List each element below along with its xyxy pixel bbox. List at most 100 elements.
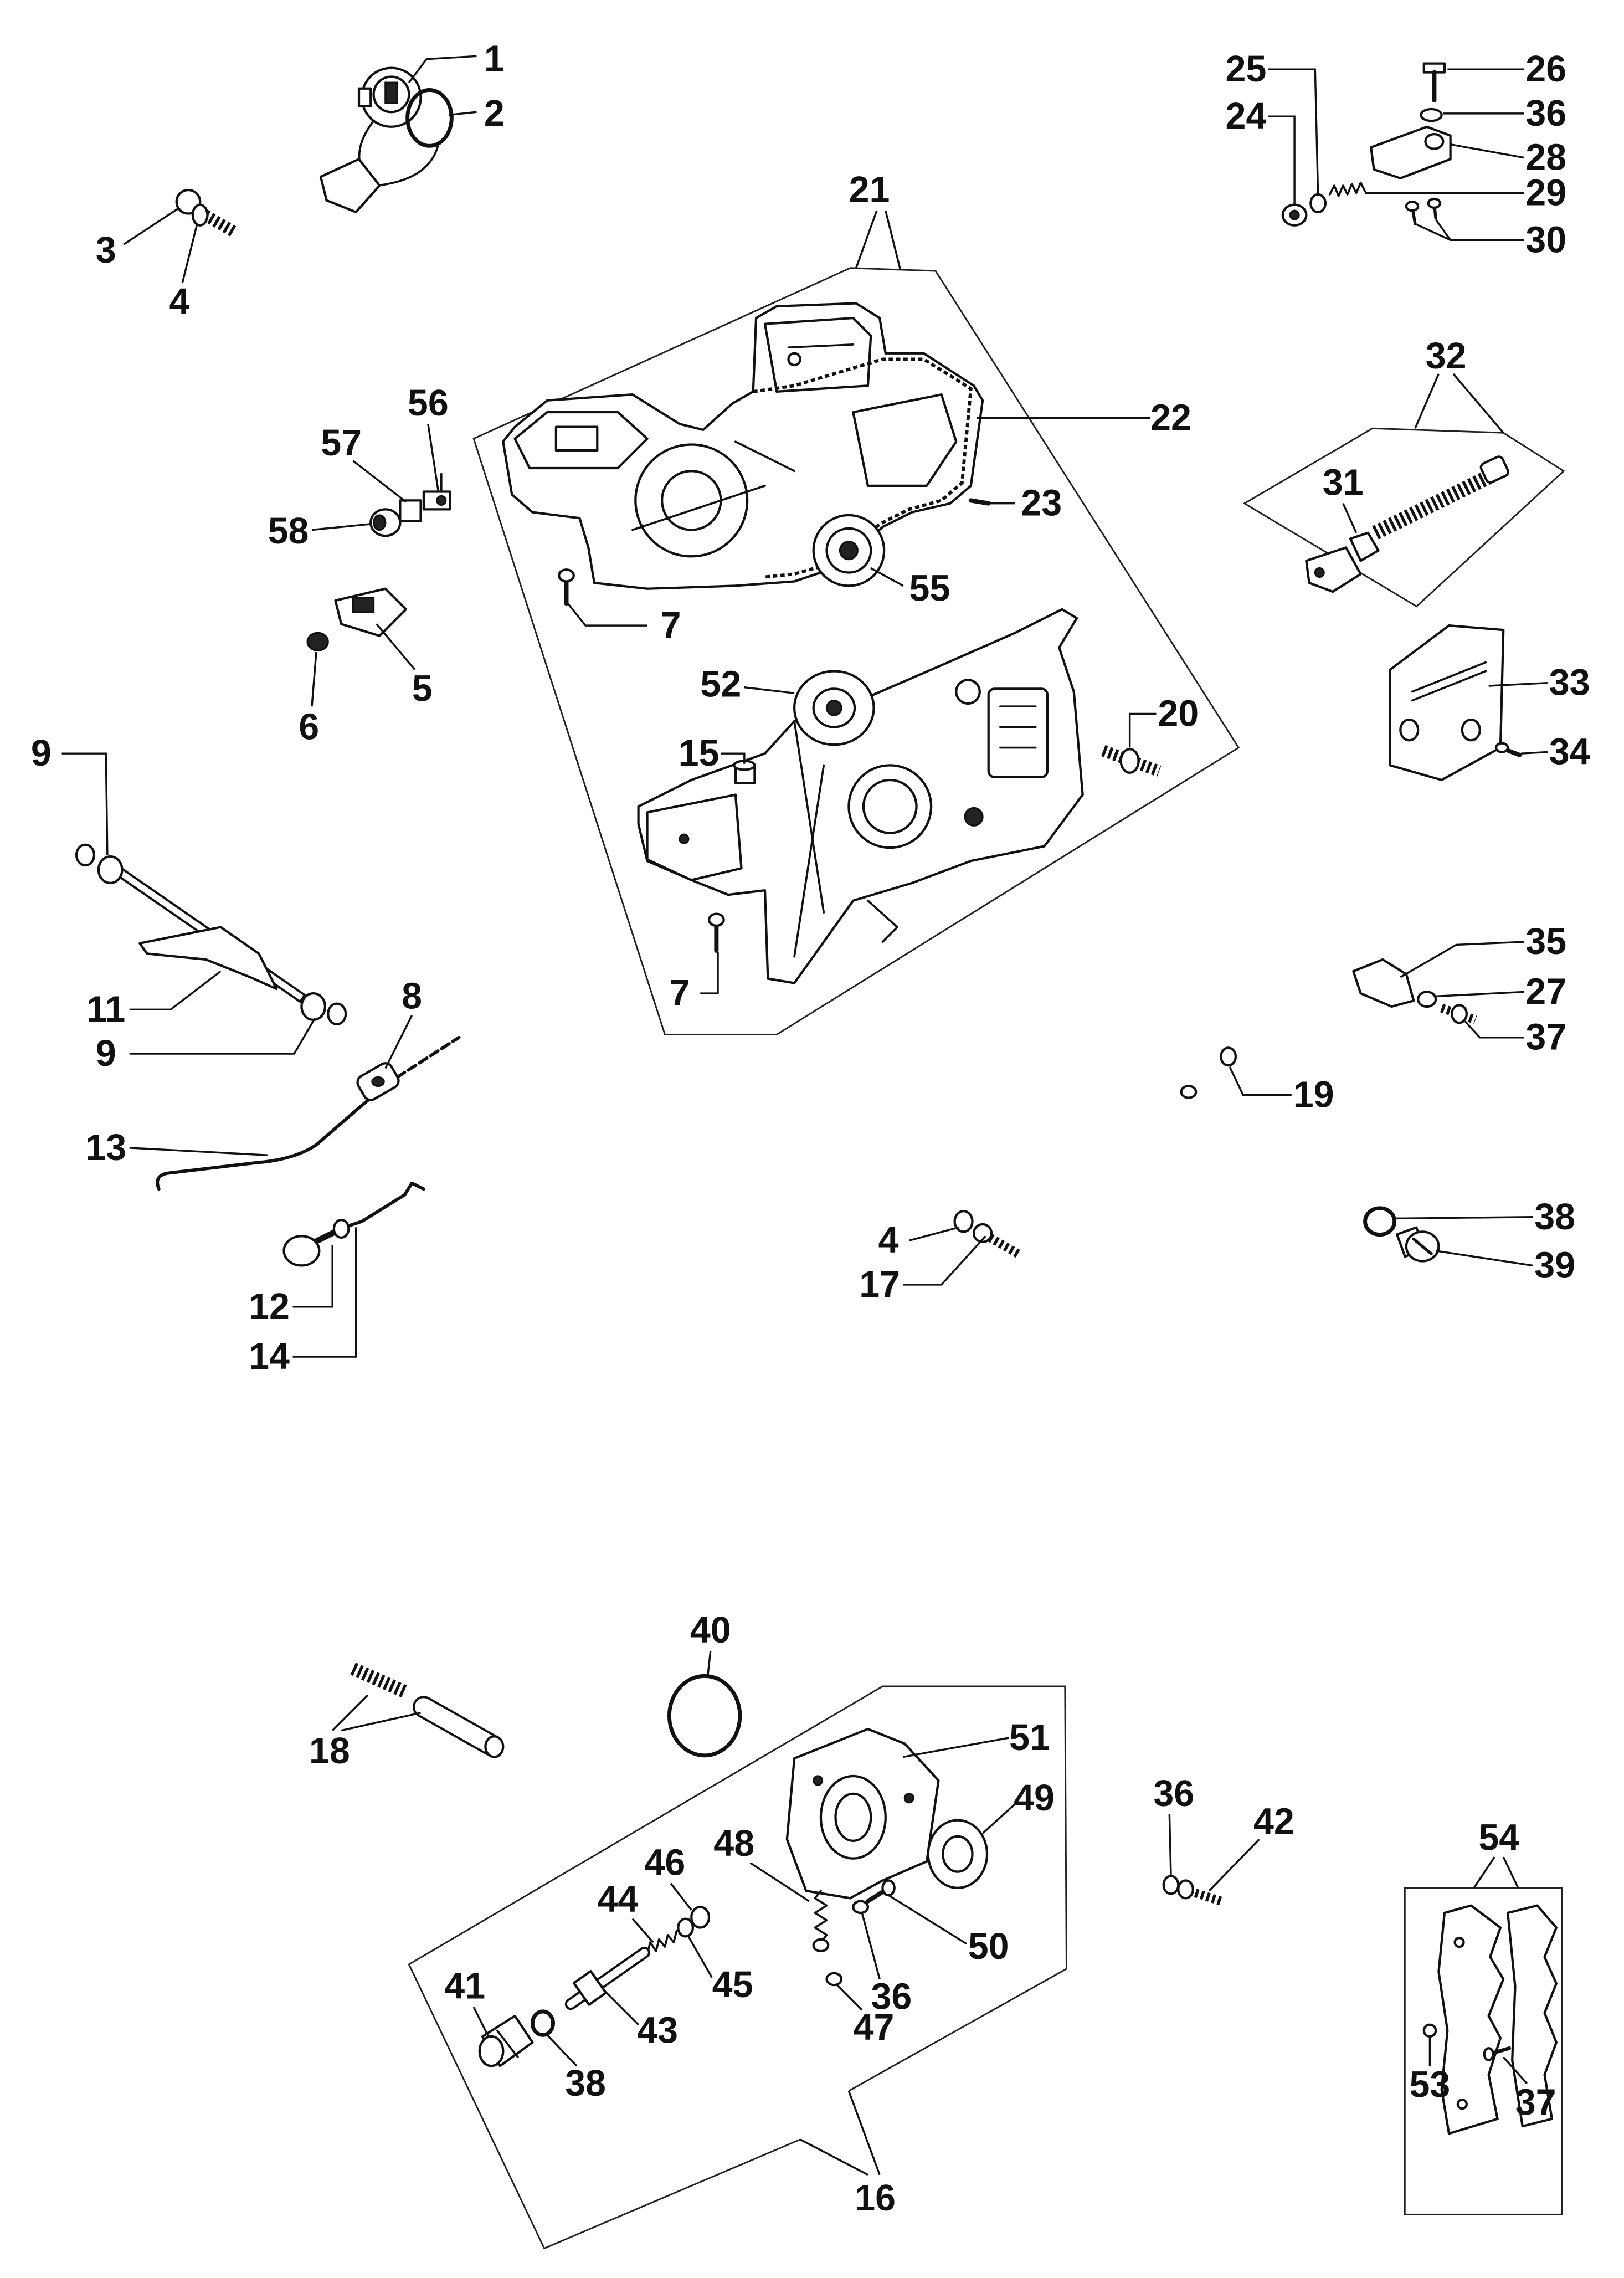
callout-38-b: 38: [565, 2063, 606, 2104]
callout-54: 54: [1478, 1818, 1519, 1859]
callout-5: 5: [412, 668, 433, 709]
callout-39: 39: [1534, 1245, 1575, 1286]
part-screw-7-upper: [558, 568, 575, 606]
leader-line-7-a: [567, 603, 647, 627]
leader-line-56: [427, 424, 440, 492]
part-catcher-35: [1352, 958, 1415, 1008]
leader-line-28: [1450, 143, 1524, 159]
callout-36-a: 36: [1525, 93, 1566, 134]
callout-12: 12: [249, 1286, 290, 1327]
leader-line-58: [311, 523, 371, 531]
leader-line-50: [888, 1894, 967, 1945]
callout-37-b: 37: [1515, 2082, 1556, 2123]
callout-36-b: 36: [1153, 1773, 1194, 1814]
leader-line-18-b: [341, 1712, 421, 1732]
leader-line-17: [903, 1235, 986, 1286]
callout-1: 1: [484, 39, 505, 80]
part-bolt-37: [1440, 1004, 1477, 1024]
callout-18: 18: [309, 1731, 350, 1772]
leader-line-20: [1128, 712, 1157, 748]
part-bolt-42: [1177, 1879, 1222, 1906]
callout-52: 52: [700, 664, 741, 705]
part-seal-49: [927, 1819, 989, 1889]
callout-49: 49: [1014, 1778, 1055, 1819]
part-screw-26: [1422, 62, 1446, 102]
callout-2: 2: [484, 93, 505, 134]
leader-line-36-b: [1168, 1814, 1172, 1876]
leader-line-38-a: [1396, 1216, 1533, 1220]
callout-31: 31: [1323, 463, 1364, 504]
leader-line-41: [472, 2007, 490, 2037]
callout-28: 28: [1525, 137, 1566, 178]
part-washer-27: [1417, 991, 1437, 1008]
part-bumper-spike-left: [1437, 1904, 1505, 2135]
callout-17: 17: [859, 1264, 900, 1305]
leader-line-3: [123, 207, 180, 245]
callout-numbers: 1 2 3 4 56 57 58 5 6 9 11 9 8 13 12 14 2…: [31, 39, 1590, 2219]
leader-line-9-b: [129, 1018, 316, 1055]
part-washer-36-right: [1162, 1875, 1180, 1895]
callout-4-a: 4: [169, 281, 190, 322]
leader-line-36-c: [861, 1912, 881, 1979]
part-tensioner-block-28: [1370, 125, 1452, 179]
part-pin-23: [968, 498, 991, 506]
part-oil-hose-18: [350, 1663, 505, 1758]
part-crankcase-lower: [637, 608, 1084, 984]
leader-line-24: [1268, 115, 1296, 205]
callout-56: 56: [408, 383, 449, 424]
leader-line-46: [670, 1882, 692, 1911]
part-grommet: [356, 1062, 400, 1101]
leader-line-16-b: [847, 2090, 881, 2176]
callout-29: 29: [1525, 172, 1566, 213]
callout-53: 53: [1410, 2065, 1451, 2106]
leader-line-11: [129, 970, 222, 1011]
leader-line-47: [836, 1984, 863, 2011]
part-screw-37-spike: [1483, 2046, 1512, 2061]
part-cylinder-nut: [369, 508, 402, 537]
callout-6: 6: [299, 706, 319, 747]
leader-line-12: [292, 1245, 333, 1308]
leader-line-30-b: [1415, 223, 1451, 241]
callout-57: 57: [321, 423, 362, 464]
part-screw-with-washer: [175, 188, 239, 238]
leader-line-55: [870, 567, 904, 587]
leader-line-48: [749, 1862, 810, 1902]
callout-48: 48: [713, 1823, 754, 1864]
part-o-ring-40: [667, 1674, 742, 1758]
leader-line-49: [981, 1803, 1016, 1834]
leader-line-21-b: [885, 210, 902, 270]
callout-21: 21: [849, 170, 890, 211]
leader-line-31: [1342, 502, 1358, 533]
part-clip: [334, 587, 408, 637]
leader-line-34: [1520, 751, 1548, 755]
part-bumper-spike-right: [1507, 1904, 1558, 2128]
leader-line-51: [903, 1737, 1010, 1758]
leader-line-33: [1488, 681, 1548, 687]
leader-line-5: [376, 623, 416, 670]
part-o-ring-38-pump: [530, 2009, 556, 2037]
leader-line-25: [1268, 68, 1319, 195]
callout-42: 42: [1253, 1801, 1294, 1842]
leader-line-45: [687, 1936, 713, 1978]
callout-24: 24: [1226, 96, 1267, 137]
part-o-ring-38: [1363, 1206, 1397, 1237]
part-clips-19: [1180, 1046, 1237, 1099]
leader-line-19: [1229, 1066, 1292, 1096]
leader-line-2: [448, 111, 477, 116]
part-nut-31: [1349, 531, 1380, 562]
part-washer-47: [825, 1972, 843, 1987]
leader-line-18-a: [331, 1694, 369, 1731]
leader-line-13: [129, 1147, 268, 1156]
callout-22: 22: [1150, 398, 1191, 439]
leader-line-9-a: [61, 752, 109, 855]
part-throttle-shaft: [75, 843, 347, 1025]
leader-line-16-a: [799, 2138, 868, 2176]
callout-23: 23: [1021, 483, 1062, 524]
leader-lines: [61, 55, 1548, 2176]
leader-line-14: [292, 1227, 357, 1358]
leader-line-21-a: [855, 210, 878, 269]
part-stud-20: [1101, 745, 1162, 777]
leader-line-37-a: [1464, 1020, 1524, 1039]
leader-line-32-b: [1452, 373, 1504, 434]
